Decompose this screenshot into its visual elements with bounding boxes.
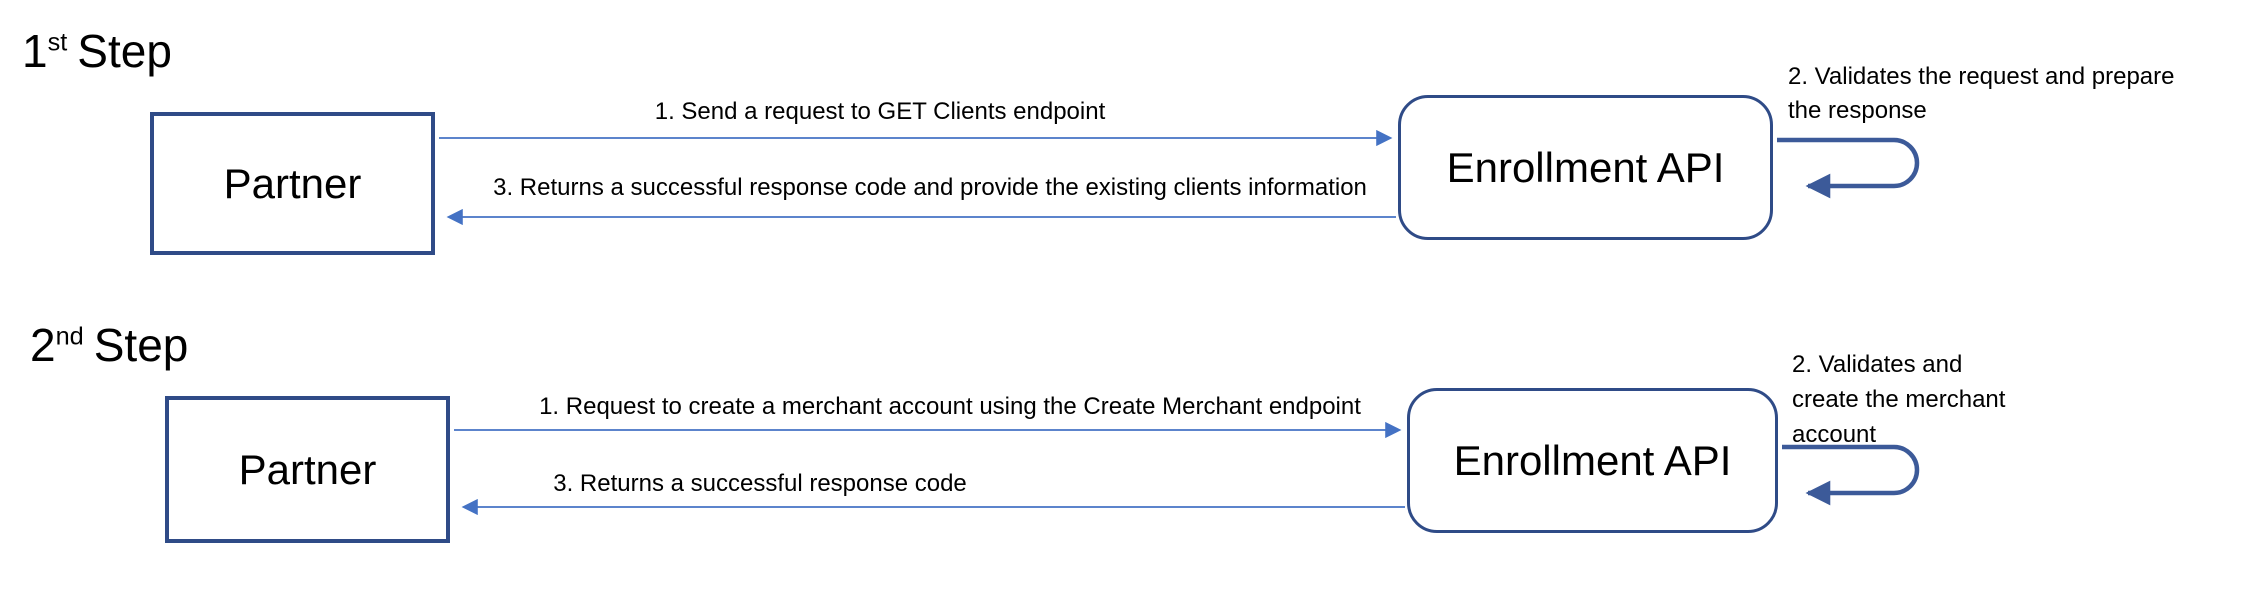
step-2-self-note: 2. Validates and create the merchant acc… bbox=[1792, 347, 2005, 452]
step-1-self-note-line: the response bbox=[1788, 97, 1927, 124]
step-1-partner-node: Partner bbox=[150, 112, 435, 255]
step-2-title-word: Step bbox=[93, 319, 189, 371]
step-2-title-number: 2 bbox=[30, 319, 56, 371]
step-2-enrollment-api-label: Enrollment API bbox=[1453, 436, 1732, 484]
step-2-self-note-line: 2. Validates and bbox=[1792, 351, 1963, 378]
step-2-request-message: 1. Request to create a merchant account … bbox=[539, 393, 1361, 420]
step-1-enrollment-api-node: Enrollment API bbox=[1398, 95, 1773, 240]
step-1-enrollment-api-label: Enrollment API bbox=[1446, 143, 1725, 191]
step-2-response-message: 3. Returns a successful response code bbox=[553, 470, 967, 497]
step-2-title-ordinal: nd bbox=[55, 322, 84, 351]
step-1-self-note-line: 2. Validates the request and prepare bbox=[1788, 63, 2175, 90]
step-2-title: 2nd Step bbox=[30, 318, 188, 372]
step-2-partner-node: Partner bbox=[165, 396, 450, 543]
step-1-self-note: 2. Validates the request and prepare the… bbox=[1788, 60, 2174, 128]
step-2-partner-label: Partner bbox=[238, 445, 377, 493]
step-2-enrollment-api-node: Enrollment API bbox=[1407, 388, 1778, 533]
step-2-self-note-line: account bbox=[1792, 421, 1877, 448]
step-1-request-message: 1. Send a request to GET Clients endpoin… bbox=[654, 98, 1106, 125]
step-1-title-word: Step bbox=[77, 25, 172, 77]
step-1-title-ordinal: st bbox=[47, 28, 68, 57]
step2-self-loop-arrow bbox=[1782, 444, 1920, 506]
step-1-title: 1st Step bbox=[22, 24, 172, 78]
step-1-response-message: 3. Returns a successful response code an… bbox=[493, 174, 1367, 201]
step-2-self-note-line: create the merchant bbox=[1792, 386, 2006, 413]
step-1-partner-label: Partner bbox=[223, 159, 362, 207]
step1-self-loop-arrow bbox=[1777, 137, 1920, 199]
step-1-title-number: 1 bbox=[22, 25, 48, 77]
